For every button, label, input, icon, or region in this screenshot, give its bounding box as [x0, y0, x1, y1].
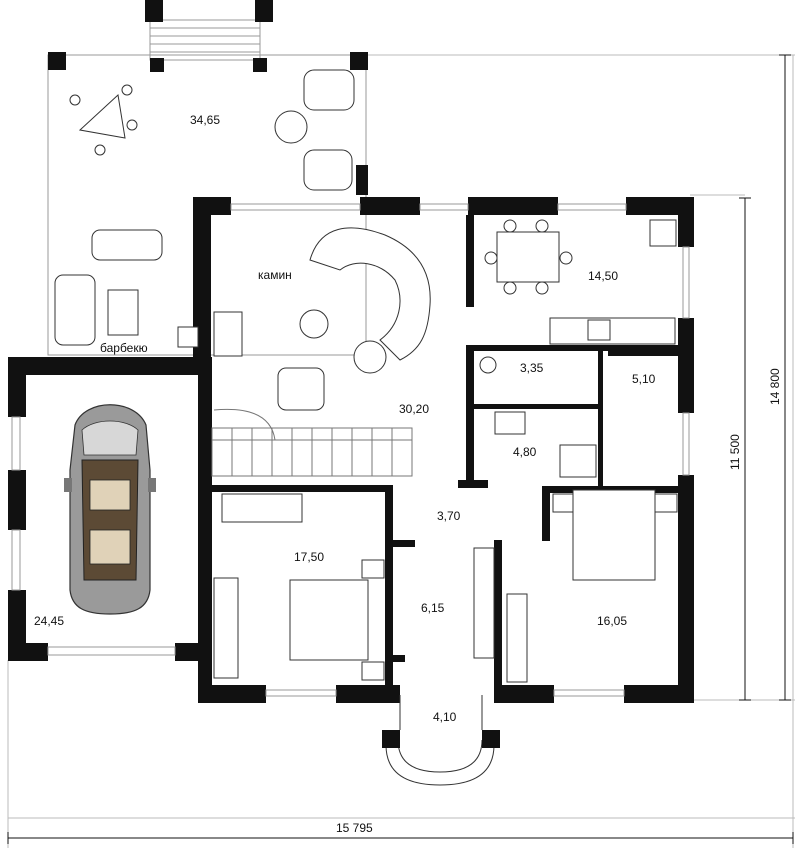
garage-windows	[11, 416, 176, 656]
bbq-label: барбекю	[100, 341, 148, 355]
room-area-bath: 4,80	[513, 445, 537, 459]
site-lines	[7, 54, 795, 848]
room-area-garage: 24,45	[34, 614, 64, 628]
room-area-wc: 3,35	[520, 361, 544, 375]
dimension-depth-total: 14 800	[768, 368, 782, 405]
terrace-columns	[48, 0, 368, 195]
room-area-bedroom2: 16,05	[597, 614, 627, 628]
room-area-hall: 3,70	[437, 509, 461, 523]
room-area-dining: 14,50	[588, 269, 618, 283]
porch	[382, 695, 500, 786]
room-area-boiler: 5,10	[632, 372, 656, 386]
car-icon	[64, 404, 156, 615]
room-area-living: 30,20	[399, 402, 429, 416]
dimension-depth-house: 11 500	[728, 434, 742, 470]
furniture	[54, 69, 678, 683]
dimension-width: 15 795	[336, 821, 373, 835]
room-area-terrace: 34,65	[190, 113, 220, 127]
garage-walls	[8, 357, 208, 661]
fireplace-label: камин	[258, 268, 292, 282]
room-labels: 34,65 30,20 14,50 3,35 5,10 4,80 3,70 24…	[34, 113, 656, 724]
dimension-lines	[7, 54, 794, 844]
staircase	[211, 408, 413, 477]
room-area-closet: 6,15	[421, 601, 445, 615]
room-area-bedroom1: 17,50	[294, 550, 324, 564]
room-area-porch: 4,10	[433, 710, 457, 724]
windows	[230, 203, 690, 697]
